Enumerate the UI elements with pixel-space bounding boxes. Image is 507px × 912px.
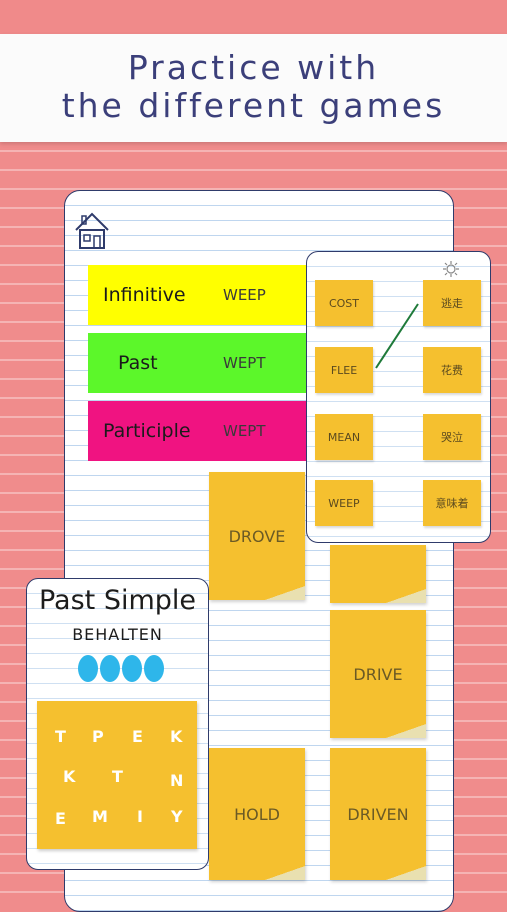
past-value: WEPT [223, 354, 266, 372]
match-right-1-label: 逃走 [441, 297, 463, 310]
note-hold-label: HOLD [234, 804, 280, 824]
match-left-weep[interactable]: WEEP [315, 480, 373, 526]
home-icon[interactable] [72, 208, 112, 252]
match-left-weep-label: WEEP [328, 496, 360, 510]
note-drive-label: DRIVE [353, 664, 403, 684]
note-drove[interactable]: DROVE [209, 472, 305, 600]
letter-grid: T P E K K T N E M I Y [37, 701, 197, 849]
match-left-flee[interactable]: FLEE [315, 347, 373, 393]
past-simple-word: BEHALTEN [72, 625, 163, 644]
letter-tile[interactable]: E [55, 809, 66, 828]
participle-value: WEPT [223, 422, 266, 440]
letter-tile[interactable]: K [170, 727, 183, 746]
note-partial[interactable] [330, 545, 426, 603]
match-right-4-label: 意味着 [435, 497, 469, 510]
match-left-mean-label: MEAN [327, 430, 361, 444]
match-left-flee-label: FLEE [330, 363, 358, 377]
letter-tile[interactable]: M [92, 807, 108, 826]
letter-tile[interactable]: K [63, 767, 76, 786]
participle-row: Participle WEPT [88, 401, 310, 461]
letter-tile[interactable]: P [92, 727, 104, 746]
past-simple-card: Past Simple BEHALTEN T P E K K T N E M I… [26, 578, 209, 870]
participle-label: Participle [103, 420, 191, 442]
answer-slot[interactable] [78, 655, 98, 682]
promo-header: Practice with the different games [0, 34, 507, 142]
past-label: Past [118, 352, 158, 374]
sparkle-icon [443, 261, 459, 277]
match-right-1[interactable]: 逃走 [423, 280, 481, 326]
match-right-3-label: 哭泣 [441, 431, 463, 444]
letter-tile[interactable]: Y [171, 807, 183, 826]
match-right-2[interactable]: 花费 [423, 347, 481, 393]
note-drive[interactable]: DRIVE [330, 610, 426, 738]
promo-title-line-1: Practice with [127, 48, 380, 87]
note-driven-label: DRIVEN [347, 804, 409, 824]
match-right-4[interactable]: 意味着 [423, 480, 481, 526]
match-left-mean[interactable]: MEAN [315, 414, 373, 460]
letter-tile[interactable]: I [137, 807, 143, 826]
match-right-2-label: 花费 [441, 364, 463, 377]
answer-slot[interactable] [144, 655, 164, 682]
letter-tile[interactable]: E [132, 727, 143, 746]
top-bar [0, 0, 507, 34]
infinitive-value: WEEP [223, 286, 266, 304]
past-simple-title: Past Simple [38, 585, 197, 616]
note-drove-label: DROVE [228, 526, 286, 546]
letter-tile[interactable]: T [112, 767, 123, 786]
infinitive-label: Infinitive [103, 284, 186, 306]
infinitive-row: Infinitive WEEP [88, 265, 310, 325]
letter-tile[interactable]: T [55, 727, 66, 746]
past-row: Past WEPT [88, 333, 310, 393]
promo-title-line-2: the different games [61, 86, 446, 125]
match-line [375, 303, 419, 369]
match-left-cost[interactable]: COST [315, 280, 373, 326]
matching-game-card: COST FLEE MEAN WEEP 逃走 花费 哭泣 意味着 [306, 251, 491, 543]
note-hold[interactable]: HOLD [209, 748, 305, 880]
answer-slots [78, 655, 164, 682]
match-left-cost-label: COST [328, 296, 360, 310]
letter-tile[interactable]: N [170, 771, 184, 790]
answer-slot[interactable] [100, 655, 120, 682]
note-driven[interactable]: DRIVEN [330, 748, 426, 880]
match-right-3[interactable]: 哭泣 [423, 414, 481, 460]
answer-slot[interactable] [122, 655, 142, 682]
